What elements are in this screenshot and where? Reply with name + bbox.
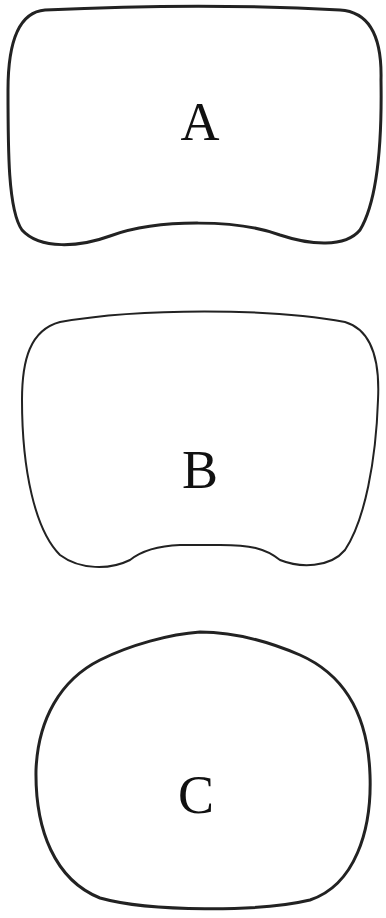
shape-letter: C: [178, 768, 214, 822]
shape-letter: A: [181, 95, 220, 149]
outline-path: [22, 312, 378, 567]
shape-letter: B: [182, 443, 218, 497]
outline-path: [36, 632, 370, 909]
outline-shape: B: [0, 300, 386, 590]
outline-path: [8, 6, 381, 244]
outline-shape: A: [0, 0, 386, 270]
outline-shape: C: [0, 620, 386, 918]
